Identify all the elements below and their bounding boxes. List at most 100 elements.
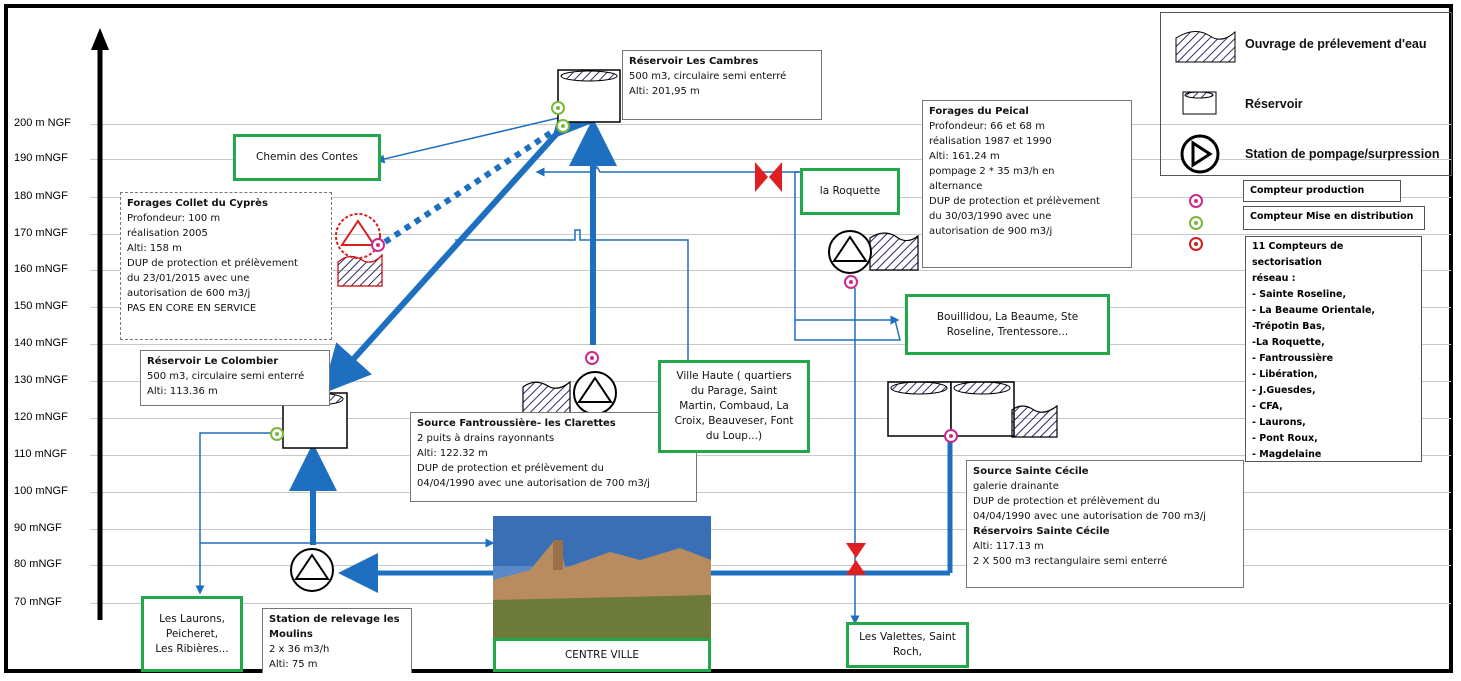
box-title: Réservoirs Sainte Cécile — [973, 526, 1110, 537]
diagram-frame — [4, 4, 1453, 673]
legend-secto-item: -Trépotin Bas, — [1252, 321, 1326, 332]
box-line: Alti: 75 m — [269, 659, 318, 670]
tick-label: 80 mNGF — [14, 558, 62, 570]
centre-ville-photo — [493, 516, 711, 638]
ouvrage-icon — [869, 232, 919, 271]
box-title: Réservoir Les Cambres — [629, 56, 759, 67]
zone-label: Les Ribières... — [155, 642, 229, 655]
zone-label: Martin, Combaud, La — [679, 400, 789, 412]
legend-ouvrage-icon — [1175, 30, 1236, 63]
legend-compteur-distribution: Compteur Mise en distribution — [1243, 206, 1425, 230]
legend-compteur-production: Compteur production — [1243, 180, 1401, 202]
zone-label: la Roquette — [819, 185, 881, 197]
tick-label: 130 mNGF — [14, 374, 68, 386]
pump-station-icon — [573, 371, 617, 415]
meter-dist-icon — [270, 427, 284, 441]
box-line: autorisation de 900 m3/j — [929, 226, 1053, 237]
source-cecile-box: Source Sainte Cécile galerie drainante D… — [966, 460, 1244, 588]
station-moulins-box: Station de relevage les Moulins 2 x 36 m… — [262, 608, 412, 673]
box-line: PAS EN CORE EN SERVICE — [127, 303, 257, 314]
pump-station-icon — [290, 548, 334, 592]
tick-label: 100 mNGF — [14, 485, 68, 497]
pump-station-icon — [828, 230, 872, 274]
meter-dist-icon — [551, 101, 565, 115]
gridline — [90, 455, 1451, 456]
zone-label: Roseline, Trentessore... — [946, 325, 1069, 338]
reservoir-colombier-box: Réservoir Le Colombier 500 m3, circulair… — [140, 350, 330, 406]
gridline — [90, 124, 1451, 125]
meter-prod-icon — [371, 238, 385, 252]
box-line: 04/04/1990 avec une autorisation de 700 … — [417, 478, 650, 489]
box-line: DUP de protection et prélèvement — [929, 196, 1100, 207]
box-line: DUP de protection et prélèvement du — [417, 463, 604, 474]
box-line: Alti: 113.36 m — [147, 386, 218, 397]
box-line: 500 m3, circulaire semi enterré — [629, 71, 787, 82]
pipe-colombier-cambres — [321, 87, 602, 394]
zone-valettes: Les Valettes, Saint Roch, — [846, 622, 969, 668]
box-line: 2 puits à drains rayonnants — [417, 433, 555, 444]
box-title: Source Sainte Cécile — [973, 466, 1089, 477]
tick-label: 200 m NGF — [14, 117, 71, 129]
zone-laurons: Les Laurons, Peicheret, Les Ribières... — [141, 596, 243, 672]
gridline — [90, 307, 1451, 308]
box-line: Alti: 158 m — [127, 243, 182, 254]
zone-label: Roch, — [892, 646, 922, 658]
gridline — [90, 565, 1451, 566]
zone-label: du Loup...) — [705, 430, 763, 442]
gridline — [90, 159, 1451, 160]
box-line: Profondeur: 100 m — [127, 213, 221, 224]
box-title: Source Fantroussière- les Clarettes — [417, 418, 616, 429]
zone-centre-ville: CENTRE VILLE — [493, 638, 711, 672]
box-line: réalisation 2005 — [127, 228, 208, 239]
legend-reservoir-icon — [1182, 91, 1217, 115]
legend-secto-item: -La Roquette, — [1252, 337, 1325, 348]
forages-collet-box: Forages Collet du Cyprès Profondeur: 100… — [120, 192, 332, 340]
gridline — [90, 270, 1451, 271]
axis-arrowhead — [91, 28, 109, 50]
legend-secto-item: - Magdelaine — [1252, 449, 1322, 460]
zone-label: Peicheret, — [165, 627, 219, 640]
box-line: Alti: 122.32 m — [417, 448, 488, 459]
box-title: Forages du Peical — [929, 106, 1029, 117]
zone-label: Bouillidou, La Beaume, Ste — [936, 310, 1079, 323]
box-title: Moulins — [269, 629, 313, 640]
zone-chemin-contes: Chemin des Contes — [233, 134, 381, 181]
box-line: pompage 2 * 35 m3/h en — [929, 166, 1055, 177]
ouvrage-icon — [337, 253, 383, 287]
gridline — [90, 492, 1451, 493]
valve-icon — [846, 543, 866, 575]
legend-station-label: Station de pompage/surpression — [1245, 147, 1440, 161]
legend-secto-title: 11 Compteurs de sectorisation — [1252, 241, 1344, 268]
zone-label: du Parage, Saint — [690, 385, 778, 397]
valve-icon — [755, 162, 782, 192]
box-line: autorisation de 600 m3/j — [127, 288, 251, 299]
box-line: 04/04/1990 avec une autorisation de 700 … — [973, 511, 1206, 522]
tick-label: 150 mNGF — [14, 300, 68, 312]
pipe-collet-dotted — [383, 127, 557, 245]
tick-label: 70 mNGF — [14, 596, 62, 608]
meter-dist-icon — [556, 119, 570, 133]
box-line: Alti: 117.13 m — [973, 541, 1044, 552]
tick-label: 180 mNGF — [14, 190, 68, 202]
legend-secto-title: réseau : — [1252, 273, 1296, 284]
zone-roquette: la Roquette — [800, 168, 900, 215]
meter-prod-icon — [585, 351, 599, 365]
tick-label: 140 mNGF — [14, 337, 68, 349]
legend-reservoir-label: Réservoir — [1245, 97, 1303, 111]
tick-label: 190 mNGF — [14, 152, 68, 164]
box-title: Forages Collet du Cyprès — [127, 198, 268, 209]
legend-secto-item: - Fantroussière — [1252, 353, 1334, 364]
tick-label: 160 mNGF — [14, 263, 68, 275]
gridline — [90, 344, 1451, 345]
legend-ouvrage-label: Ouvrage de prélevement d'eau — [1245, 37, 1427, 51]
zone-ville-haute: Ville Haute ( quartiers du Parage, Saint… — [658, 360, 810, 453]
legend-box — [1160, 12, 1452, 176]
gridline — [90, 529, 1451, 530]
legend-sectorisation: 11 Compteurs de sectorisation réseau : -… — [1245, 236, 1422, 462]
box-line: 500 m3, circulaire semi enterré — [147, 371, 305, 382]
box-title: Station de relevage les — [269, 614, 400, 625]
pump-station-planned-icon — [335, 213, 381, 259]
meter-prod-icon — [844, 275, 858, 289]
legend-secto-item: - Pont Roux, — [1252, 433, 1318, 444]
